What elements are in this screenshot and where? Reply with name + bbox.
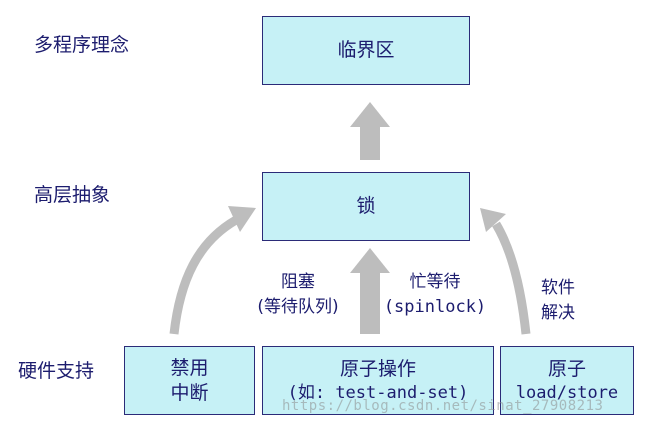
box-atomic-load-store: 原子 load/store (500, 346, 634, 415)
level-label-high-abstraction: 高层抽象 (34, 184, 111, 206)
note-blocking-line2: (等待队列) (257, 296, 339, 317)
note-busy-wait-line1: 忙等待 (409, 272, 461, 292)
box-critical-section-label: 临界区 (337, 39, 395, 62)
box-disable-interrupt-line1: 禁用 (170, 356, 209, 379)
box-atomic-load-store-title: 原子 (547, 358, 586, 381)
arrow-lock-to-critical (350, 102, 390, 160)
box-atomic-operation: 原子操作 (如: test-and-set) (262, 346, 494, 415)
note-blocking: 阻塞 (等待队列) (246, 270, 350, 319)
level-label-hardware-support: 硬件支持 (18, 360, 95, 382)
box-disable-interrupt-line2: 中断 (170, 381, 209, 404)
note-blocking-line1: 阻塞 (281, 272, 315, 292)
box-atomic-operation-example: (如: test-and-set) (287, 382, 469, 403)
box-atomic-operation-title: 原子操作 (339, 358, 416, 381)
note-busy-wait-line2: (spinlock) (383, 296, 487, 317)
note-busy-wait: 忙等待 (spinlock) (380, 270, 490, 319)
note-software-line2: 解决 (541, 302, 575, 323)
arrow-atomic-to-lock (350, 248, 390, 334)
arrow-disable-interrupt-to-lock (169, 206, 256, 335)
box-disable-interrupt: 禁用 中断 (124, 346, 255, 415)
box-critical-section: 临界区 (262, 16, 470, 85)
level-label-multiprogram: 多程序理念 (34, 34, 130, 56)
note-software-line1: 软件 (541, 278, 575, 298)
note-software-solution: 软件 解决 (530, 276, 586, 325)
box-atomic-load-store-sub: load/store (515, 382, 619, 403)
arrow-loadstore-to-lock (480, 208, 531, 335)
box-lock-label: 锁 (356, 195, 376, 218)
watermark-url: https://blog.csdn.net/sinat_27908213 (282, 398, 604, 414)
box-lock: 锁 (262, 172, 470, 241)
